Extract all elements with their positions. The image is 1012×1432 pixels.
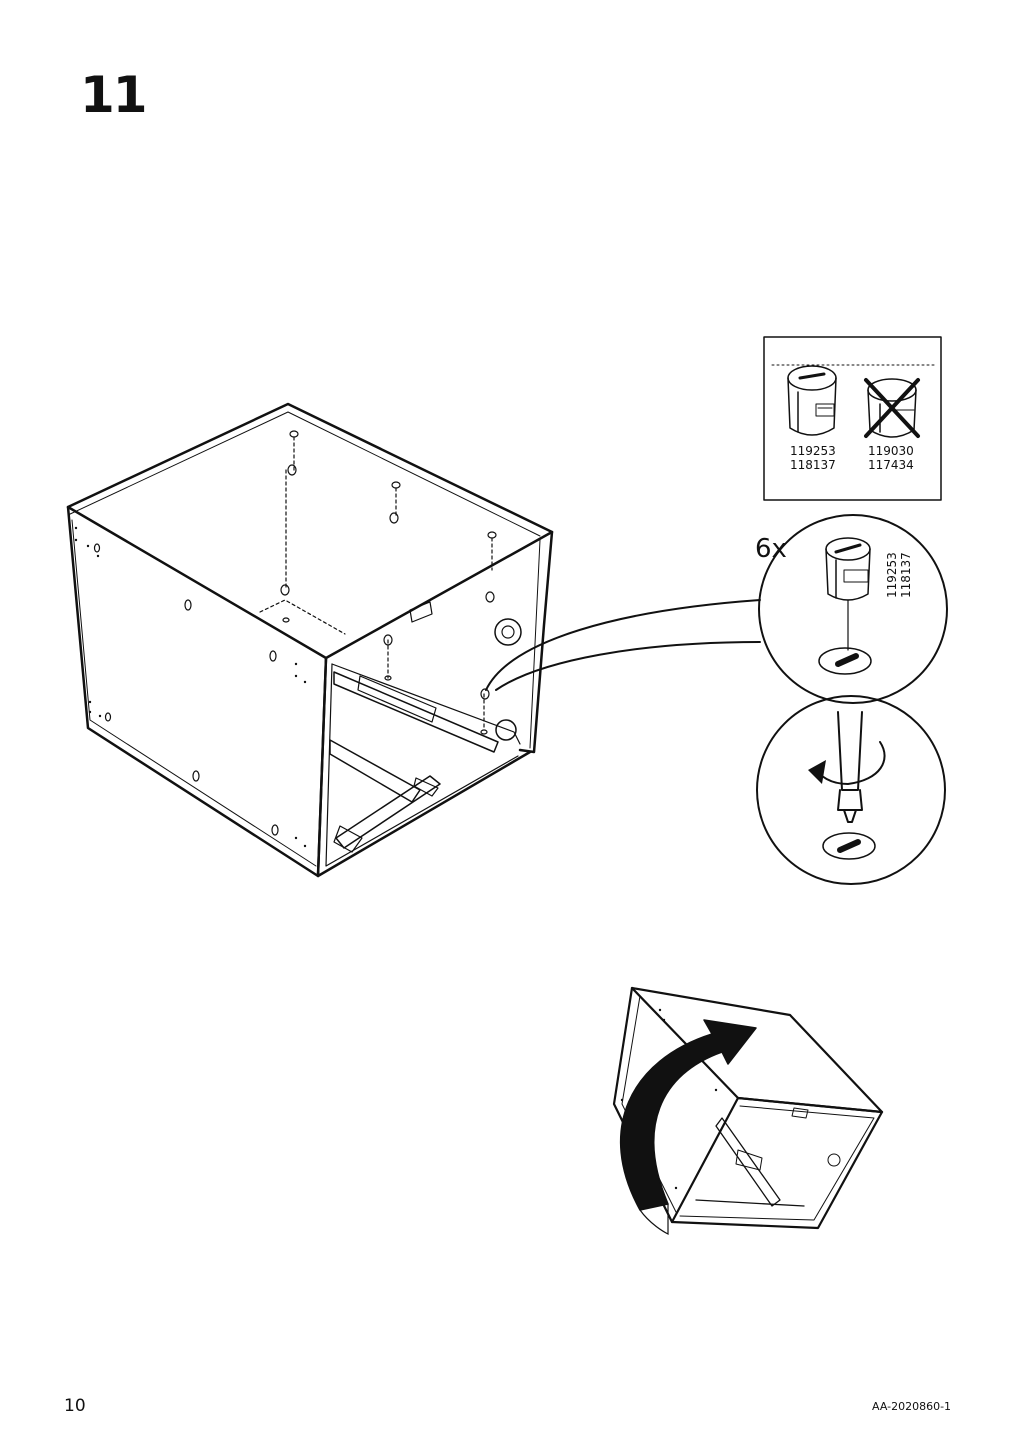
wrong-part-code-1: 119030 (868, 444, 914, 458)
wrong-part-code-2: 117434 (868, 458, 914, 472)
correct-part-code-1: 119253 (790, 444, 836, 458)
callout-bubble (485, 514, 948, 885)
correct-part-code-2: 118137 (790, 458, 836, 472)
cabinet-drawing (66, 402, 554, 878)
crossed-out-icon (864, 378, 920, 438)
screwdriver-icon (837, 711, 863, 823)
parts-comparison-box (763, 336, 942, 501)
step-number: 11 (80, 66, 148, 124)
cam-lock-callout-icon (818, 537, 872, 675)
cam-lock-fitting-icon (787, 365, 837, 436)
page-number: 10 (64, 1396, 86, 1416)
flipped-cabinet-drawing (612, 986, 884, 1230)
flip-arrow-icon (619, 1019, 757, 1235)
callout-code-2: 118137 (899, 552, 913, 598)
callout-code-1: 119253 (885, 552, 899, 598)
document-code: AA-2020860-1 (872, 1400, 952, 1413)
callout-quantity: 6x (755, 534, 787, 564)
